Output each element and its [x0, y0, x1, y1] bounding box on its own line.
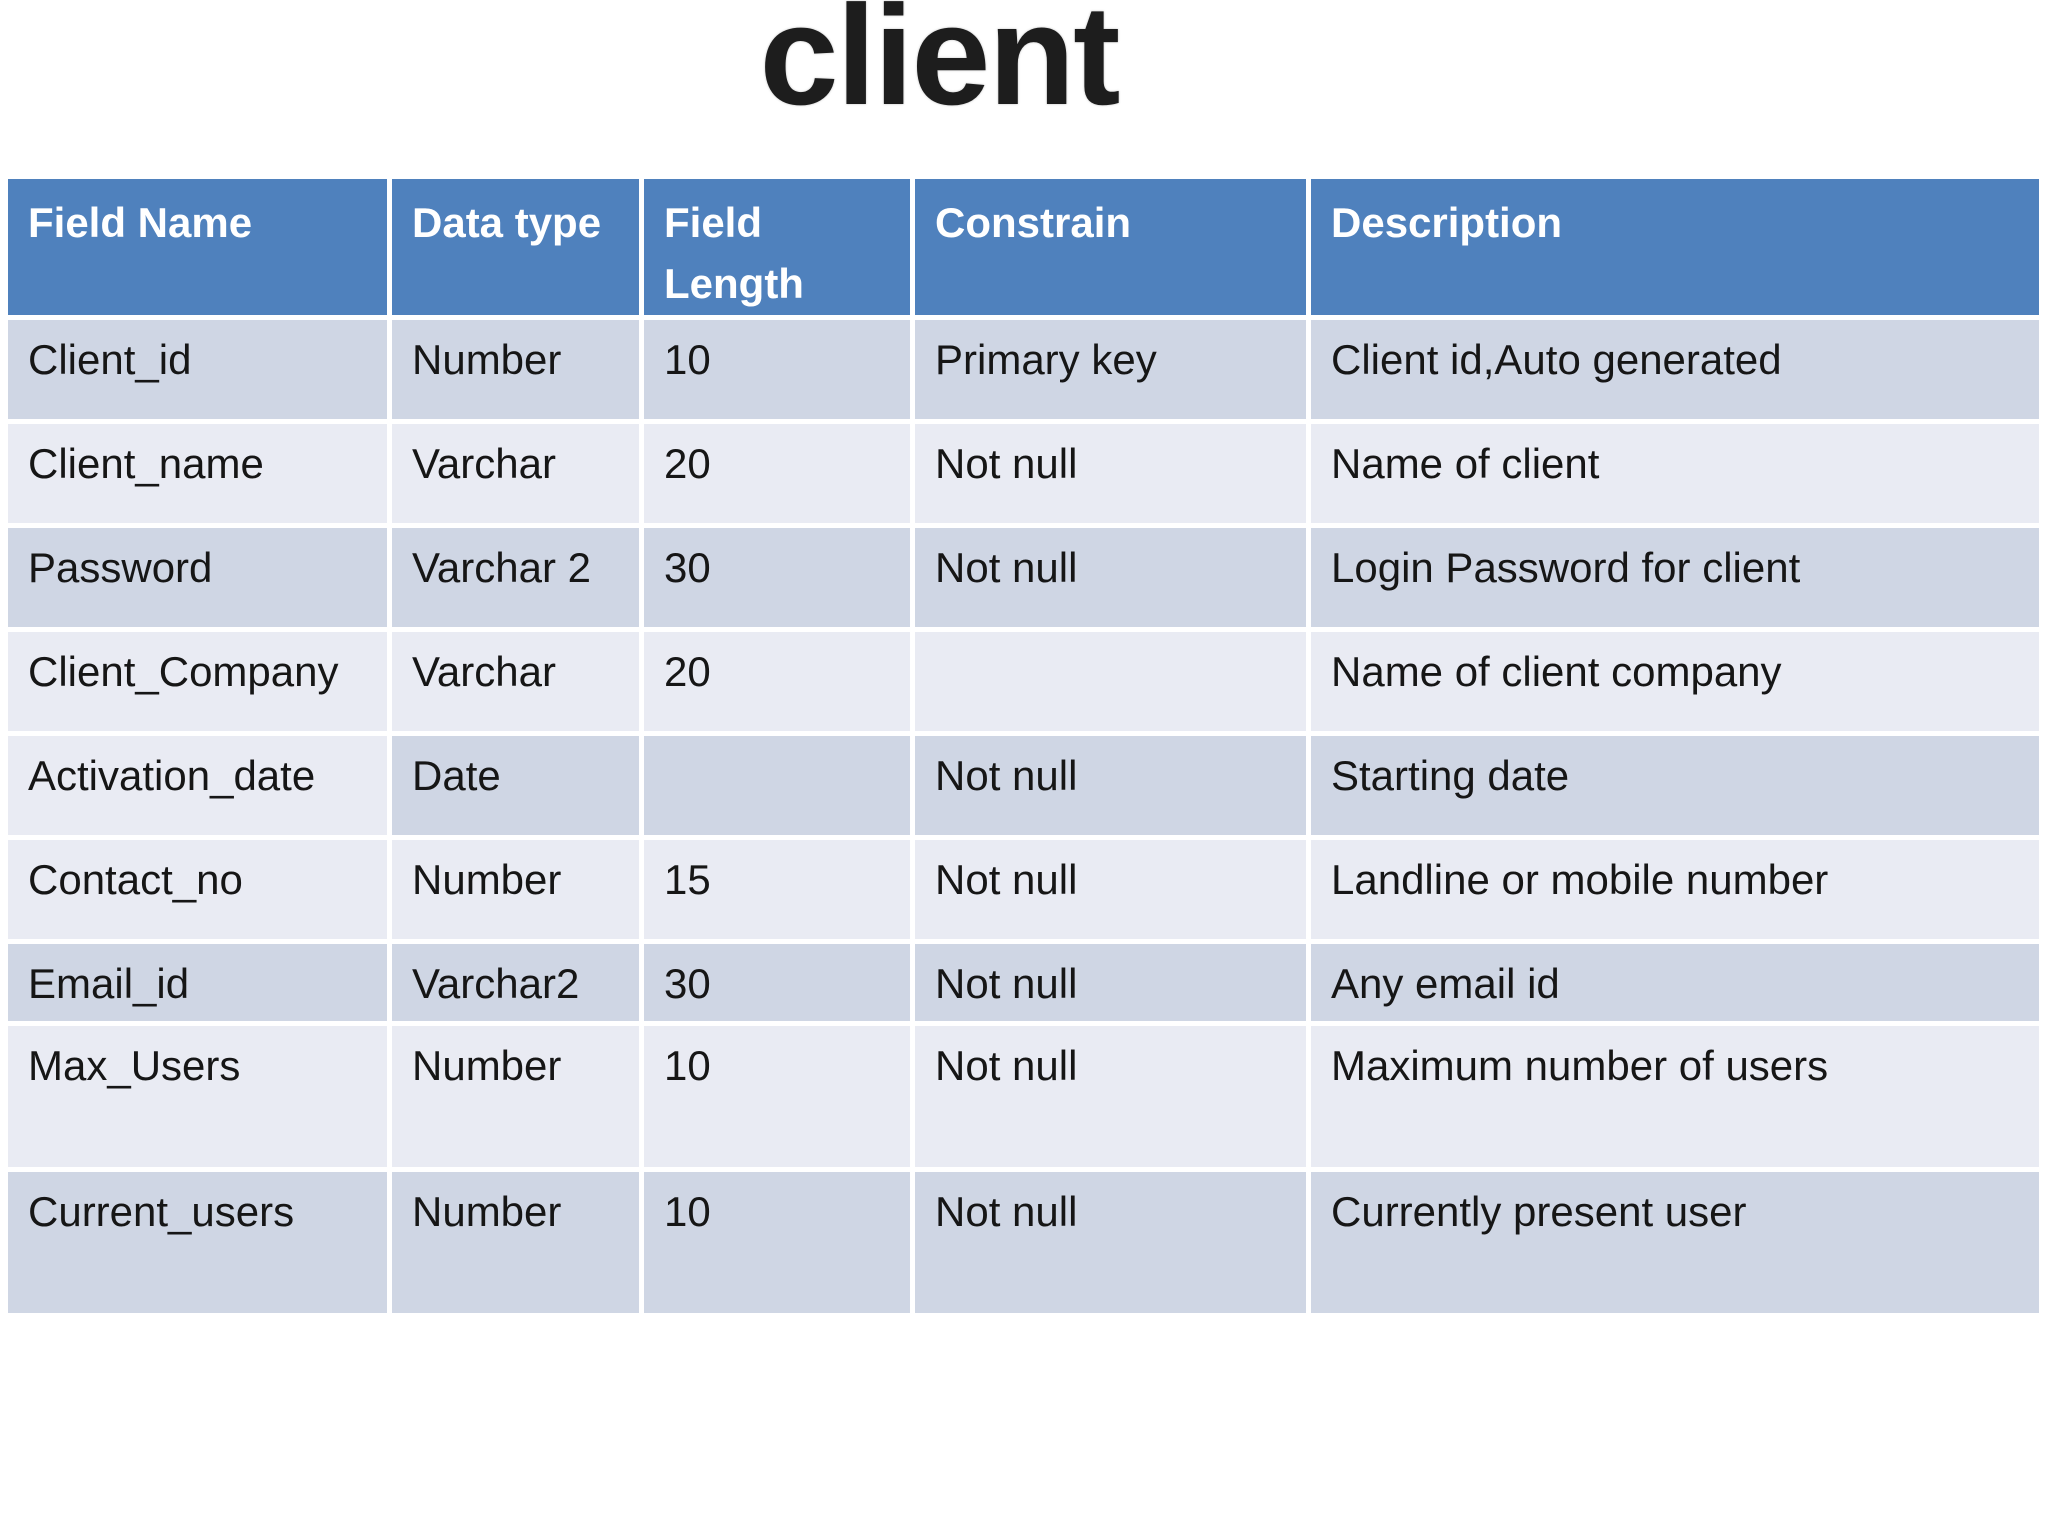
cell-field-length: 30 — [644, 944, 915, 1026]
cell-constrain: Not null — [915, 840, 1311, 944]
cell-description: Login Password for client — [1311, 528, 2044, 632]
cell-description: Maximum number of users — [1311, 1026, 2044, 1172]
cell-field-name: Client_name — [8, 424, 392, 528]
cell-description: Name of client company — [1311, 632, 2044, 736]
header-cell-field-name: Field Name — [8, 179, 392, 320]
cell-data-type: Varchar — [392, 632, 644, 736]
cell-field-name: Email_id — [8, 944, 392, 1026]
cell-field-length: 10 — [644, 1026, 915, 1172]
cell-constrain: Not null — [915, 528, 1311, 632]
cell-description: Starting date — [1311, 736, 2044, 840]
cell-data-type: Number — [392, 1172, 644, 1318]
cell-description: Currently present user — [1311, 1172, 2044, 1318]
cell-constrain — [915, 632, 1311, 736]
cell-description: Landline or mobile number — [1311, 840, 2044, 944]
cell-data-type: Varchar — [392, 424, 644, 528]
cell-field-length: 20 — [644, 424, 915, 528]
cell-field-length: 15 — [644, 840, 915, 944]
cell-data-type: Number — [392, 320, 644, 424]
cell-constrain: Not null — [915, 424, 1311, 528]
cell-field-name: Max_Users — [8, 1026, 392, 1172]
header-cell-constrain: Constrain — [915, 179, 1311, 320]
cell-constrain: Not null — [915, 1026, 1311, 1172]
cell-field-name: Password — [8, 528, 392, 632]
cell-data-type: Date — [392, 736, 644, 840]
cell-constrain: Not null — [915, 736, 1311, 840]
cell-data-type: Number — [392, 1026, 644, 1172]
cell-field-length: 20 — [644, 632, 915, 736]
cell-field-name: Current_users — [8, 1172, 392, 1318]
cell-field-name: Client_Company — [8, 632, 392, 736]
cell-field-length: 10 — [644, 1172, 915, 1318]
cell-data-type: Number — [392, 840, 644, 944]
cell-constrain: Primary key — [915, 320, 1311, 424]
header-cell-data-type: Data type — [392, 179, 644, 320]
header-cell-description: Description — [1311, 179, 2044, 320]
cell-description: Name of client — [1311, 424, 2044, 528]
cell-field-name: Contact_no — [8, 840, 392, 944]
cell-field-name: Activation_date — [8, 736, 392, 840]
cell-constrain: Not null — [915, 944, 1311, 1026]
cell-field-length — [644, 736, 915, 840]
header-cell-field-length: Field Length — [644, 179, 915, 320]
cell-field-name: Client_id — [8, 320, 392, 424]
cell-field-length: 10 — [644, 320, 915, 424]
cell-field-length: 30 — [644, 528, 915, 632]
cell-constrain: Not null — [915, 1172, 1311, 1318]
cell-description: Client id,Auto generated — [1311, 320, 2044, 424]
cell-data-type: Varchar2 — [392, 944, 644, 1026]
cell-data-type: Varchar 2 — [392, 528, 644, 632]
slide-title: client — [759, 0, 1121, 135]
cell-description: Any email id — [1311, 944, 2044, 1026]
